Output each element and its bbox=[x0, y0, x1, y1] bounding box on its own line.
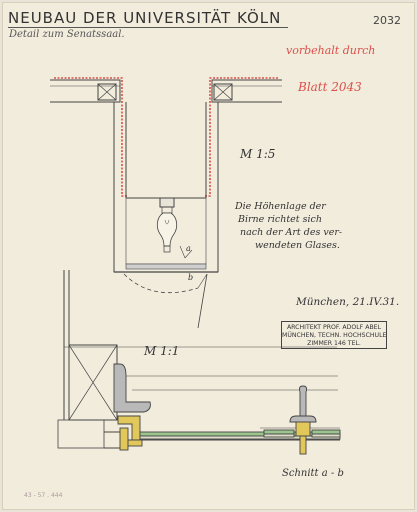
lamp-socket bbox=[159, 197, 175, 208]
stamp-line-3: ZIMMER 146 TEL. bbox=[307, 340, 361, 347]
block-left bbox=[97, 83, 117, 101]
date-place: München, 21.IV.31. bbox=[296, 296, 400, 308]
plaster-left bbox=[54, 77, 128, 197]
note-line-1: Die Höhenlage der bbox=[235, 201, 326, 212]
note-line-2: Birne richtet sich bbox=[238, 214, 322, 225]
sheet-number: 2032 bbox=[373, 14, 401, 27]
plan-view-top bbox=[50, 77, 282, 329]
stamp-line-1: ARCHITEKT PROF. ADOLF ABEL bbox=[286, 324, 382, 331]
red-note-line-2: Blatt 2043 bbox=[298, 80, 362, 94]
scale-label-top: M 1:5 bbox=[240, 147, 276, 161]
label-b: b bbox=[188, 273, 194, 282]
left-slab bbox=[50, 79, 121, 103]
right-slab bbox=[211, 79, 282, 103]
red-note-line-1: vorbehalt durch bbox=[286, 44, 376, 57]
footer-mark: 43 - 57 . 444 bbox=[24, 492, 63, 499]
subtitle: Detail zum Senatssaal. bbox=[9, 29, 125, 40]
title-underline bbox=[8, 27, 288, 28]
section-label: Schnitt a - b bbox=[282, 468, 344, 479]
glass-pane bbox=[125, 263, 207, 270]
stamp-line-2: MÜNCHEN, TECHN. HOCHSCHULE bbox=[282, 332, 387, 339]
note-line-4: wendeten Glases. bbox=[255, 240, 340, 251]
section-a-b bbox=[260, 385, 341, 455]
plaster-right bbox=[204, 77, 278, 197]
bulb-icon bbox=[156, 212, 178, 253]
door-swing-arc bbox=[123, 273, 199, 294]
architect-stamp: ARCHITEKT PROF. ADOLF ABEL MÜNCHEN, TECH… bbox=[281, 321, 387, 349]
scale-label-bottom: M 1:1 bbox=[144, 344, 180, 358]
block-right bbox=[213, 83, 233, 101]
note-line-3: nach der Art des ver- bbox=[240, 227, 343, 238]
label-a: a bbox=[186, 244, 191, 253]
page-title: NEUBAU DER UNIVERSITÄT KÖLN bbox=[8, 9, 282, 27]
